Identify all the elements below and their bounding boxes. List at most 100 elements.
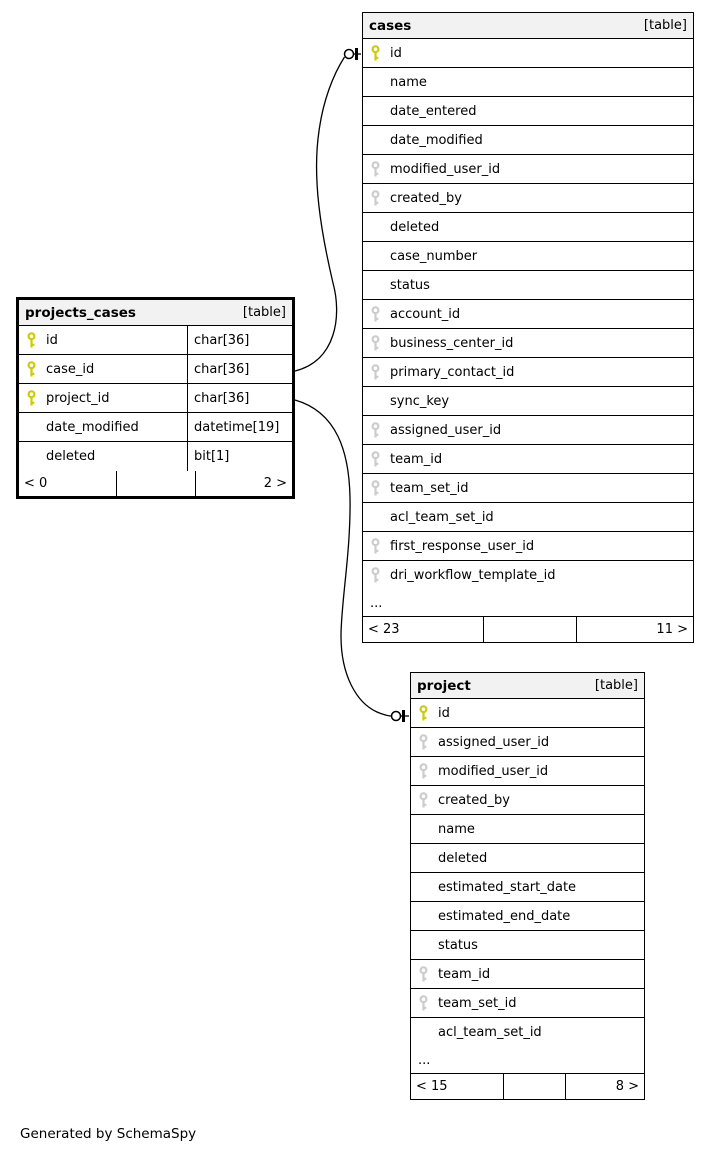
key-icon xyxy=(27,360,36,376)
table-title-cases[interactable]: cases xyxy=(369,17,412,34)
table-node-project[interactable]: project [table] id xyxy=(410,672,645,1100)
column-name: name xyxy=(390,74,427,90)
column-row: status xyxy=(363,271,693,300)
column-name-cell: case_number xyxy=(363,242,693,270)
table-title-projects-cases[interactable]: projects_cases xyxy=(25,304,136,321)
key-icon xyxy=(371,160,380,176)
column-name: team_set_id xyxy=(390,480,469,496)
column-name-cell: name xyxy=(411,815,644,843)
column-row: deleted xyxy=(411,844,644,873)
column-name: id xyxy=(438,705,450,721)
column-row: id char[36] xyxy=(19,326,292,355)
table-header-project[interactable]: project [table] xyxy=(411,673,644,699)
column-name-cell: estimated_start_date xyxy=(411,873,644,901)
table-type-badge: [table] xyxy=(643,18,687,33)
column-row: primary_contact_id xyxy=(363,358,693,387)
column-name-cell: case_id xyxy=(19,355,187,383)
column-name-cell: acl_team_set_id xyxy=(411,1018,644,1047)
column-name-cell: team_set_id xyxy=(363,474,693,502)
column-name: status xyxy=(390,277,430,293)
table-footer-cases: < 23 11 > xyxy=(363,617,693,642)
column-row: estimated_end_date xyxy=(411,902,644,931)
footer-parents-count: 8 > xyxy=(565,1074,644,1099)
column-row: dri_workflow_template_id xyxy=(363,561,693,590)
key-icon xyxy=(27,331,36,347)
column-name-cell: sync_key xyxy=(363,387,693,415)
column-name-cell: id xyxy=(19,326,187,354)
key-icon xyxy=(371,363,380,379)
column-type-cell: datetime[19] xyxy=(187,413,292,441)
column-name-cell: modified_user_id xyxy=(411,757,644,785)
table-type-badge: [table] xyxy=(594,678,638,693)
column-name: modified_user_id xyxy=(390,161,501,177)
column-type: char[36] xyxy=(194,332,250,348)
column-row: business_center_id xyxy=(363,329,693,358)
table-footer-projects-cases: < 0 2 > xyxy=(19,471,292,496)
column-name: project_id xyxy=(46,390,110,406)
key-icon xyxy=(371,334,380,350)
column-name: id xyxy=(46,332,58,348)
column-row: estimated_start_date xyxy=(411,873,644,902)
footer-middle-cell xyxy=(503,1074,565,1099)
column-name: primary_contact_id xyxy=(390,364,515,380)
column-name-cell: created_by xyxy=(363,184,693,212)
column-row: date_modified xyxy=(363,126,693,155)
key-icon xyxy=(27,389,36,405)
column-type-cell: char[36] xyxy=(187,384,292,412)
table-header-cases[interactable]: cases [table] xyxy=(363,13,693,39)
column-row: id xyxy=(363,39,693,68)
footer-parents-count: 2 > xyxy=(195,471,292,496)
column-row: name xyxy=(411,815,644,844)
column-row: status xyxy=(411,931,644,960)
column-name-cell: id xyxy=(363,39,693,67)
key-icon xyxy=(419,733,428,749)
table-columns-projects-cases: id char[36] case_id xyxy=(19,326,292,471)
column-row: deleted bit[1] xyxy=(19,442,292,471)
generator-note: Generated by SchemaSpy xyxy=(20,1126,197,1142)
column-name-cell: team_set_id xyxy=(411,989,644,1017)
column-name-cell: primary_contact_id xyxy=(363,358,693,386)
relationship-line-case-id-to-cases xyxy=(294,56,346,372)
column-name-cell: project_id xyxy=(19,384,187,412)
table-node-projects-cases[interactable]: projects_cases [table] id char[36] xyxy=(16,297,295,499)
column-row: team_id xyxy=(411,960,644,989)
column-name: account_id xyxy=(390,306,461,322)
cardinality-circle-project xyxy=(390,710,402,722)
footer-children-count: < 15 xyxy=(416,1079,448,1094)
column-type-cell: char[36] xyxy=(187,326,292,354)
more-columns-ellipsis: ... xyxy=(411,1047,644,1074)
column-row: account_id xyxy=(363,300,693,329)
table-title-project[interactable]: project xyxy=(417,677,471,694)
footer-middle-cell xyxy=(116,471,195,496)
column-row: first_response_user_id xyxy=(363,532,693,561)
column-name: estimated_end_date xyxy=(438,908,571,924)
column-name: business_center_id xyxy=(390,335,514,351)
column-row: team_set_id xyxy=(363,474,693,503)
column-row: project_id char[36] xyxy=(19,384,292,413)
column-name: id xyxy=(390,45,402,61)
column-name-cell: business_center_id xyxy=(363,329,693,357)
column-name: team_id xyxy=(438,966,491,982)
column-row: assigned_user_id xyxy=(411,728,644,757)
column-name-cell: date_modified xyxy=(19,413,187,441)
column-name-cell: date_modified xyxy=(363,126,693,154)
key-icon xyxy=(371,479,380,495)
column-name-cell: account_id xyxy=(363,300,693,328)
table-node-cases[interactable]: cases [table] id xyxy=(362,12,694,643)
column-row: id xyxy=(411,699,644,728)
column-name: team_set_id xyxy=(438,995,517,1011)
key-icon xyxy=(419,762,428,778)
column-name-cell: created_by xyxy=(411,786,644,814)
key-icon xyxy=(371,421,380,437)
column-name: name xyxy=(438,821,475,837)
more-columns-ellipsis: ... xyxy=(363,590,693,617)
column-row: modified_user_id xyxy=(363,155,693,184)
column-row: date_modified datetime[19] xyxy=(19,413,292,442)
key-icon xyxy=(371,305,380,321)
table-header-projects-cases[interactable]: projects_cases [table] xyxy=(19,300,292,326)
column-row: date_entered xyxy=(363,97,693,126)
column-name: modified_user_id xyxy=(438,763,549,779)
column-name-cell: first_response_user_id xyxy=(363,532,693,560)
footer-parents-count: 11 > xyxy=(576,617,693,642)
